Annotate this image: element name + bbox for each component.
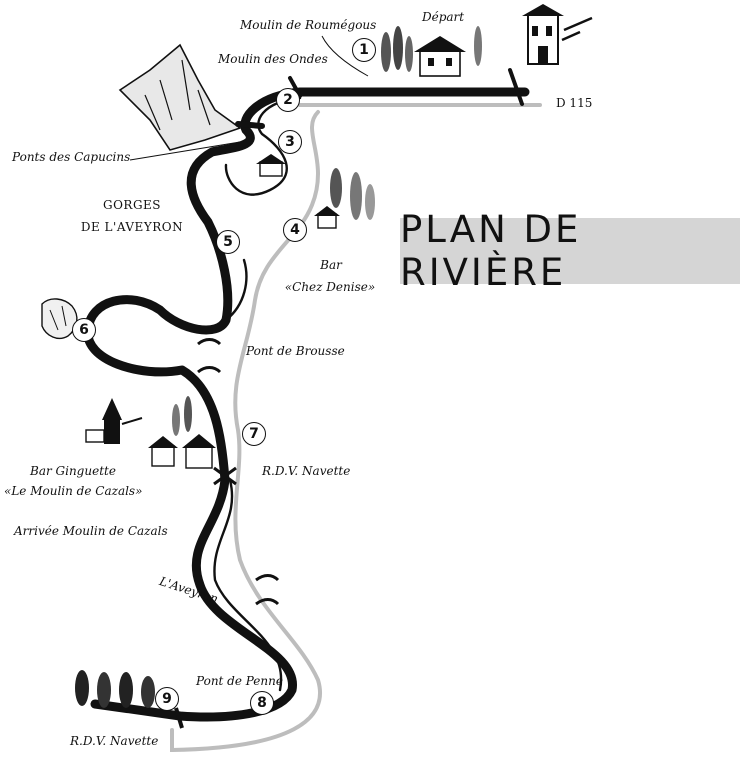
cliff-icon xyxy=(118,43,242,151)
title-box: PLAN DE RIVIÈRE xyxy=(400,208,740,294)
map-title: PLAN DE RIVIÈRE xyxy=(400,208,582,294)
cypress-tree-icon xyxy=(314,168,375,229)
stop-5-badge: 5 xyxy=(216,230,240,254)
label-bar-guinguette-line1: Bar Ginguette xyxy=(30,464,116,478)
bridge-icon xyxy=(174,707,184,729)
label-ponts-capucins: Ponts des Capucins xyxy=(12,150,131,164)
stop-9-badge: 9 xyxy=(155,687,179,711)
leader-line xyxy=(129,141,241,161)
label-bar-guinguette-line2: «Le Moulin de Cazals» xyxy=(4,484,143,498)
label-gorges-line1: GORGES xyxy=(102,198,162,212)
house-icon xyxy=(256,154,286,177)
bridge-icon xyxy=(235,121,265,129)
bridge-icon xyxy=(288,68,524,106)
bridge-icon xyxy=(255,574,280,606)
stop-7-badge: 7 xyxy=(242,422,266,446)
cypress-tree-icon xyxy=(381,26,482,72)
river-bank xyxy=(213,96,302,692)
stop-8-badge: 8 xyxy=(250,691,274,715)
label-bar-denise-line2: «Chez Denise» xyxy=(284,280,376,294)
bridge-icon xyxy=(197,338,222,346)
stop-2-badge: 2 xyxy=(276,88,300,112)
label-road-d115: D 115 xyxy=(556,96,593,110)
stop-1-badge: 1 xyxy=(352,38,376,62)
label-moulin-ondes: Moulin des Ondes xyxy=(218,52,328,66)
village-church-icon xyxy=(85,396,216,469)
label-moulin-roumegous: Moulin de Roumégous xyxy=(240,18,377,32)
label-rdv-navette-mid: R.D.V. Navette xyxy=(262,464,351,478)
stop-3-badge: 3 xyxy=(278,130,302,154)
stop-4-badge: 4 xyxy=(283,218,307,242)
stop-6-badge: 6 xyxy=(72,318,96,342)
river-aveyron xyxy=(83,87,530,722)
castle-tower-icon xyxy=(522,4,593,65)
bridge-icon xyxy=(213,466,237,486)
road-d115 xyxy=(170,103,542,753)
cypress-tree-icon xyxy=(75,670,155,708)
leader-line xyxy=(321,35,369,77)
label-arrivee: Arrivée Moulin de Cazals xyxy=(14,524,168,538)
label-bar-denise-line1: Bar xyxy=(320,258,342,272)
label-gorges-line2: DE L'AVEYRON xyxy=(80,220,184,234)
bridge-icon xyxy=(197,366,222,374)
house-icon xyxy=(414,36,466,77)
label-depart: Départ xyxy=(422,10,465,24)
label-pont-penne: Pont de Penne xyxy=(196,674,283,688)
label-pont-brousse: Pont de Brousse xyxy=(246,344,345,358)
label-rdv-navette-end: R.D.V. Navette xyxy=(70,734,159,748)
